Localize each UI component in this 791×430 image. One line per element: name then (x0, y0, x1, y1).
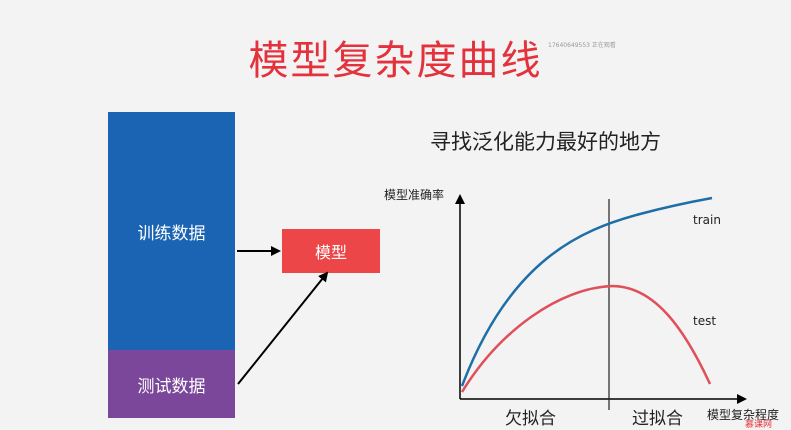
underfit-label: 欠拟合 (505, 409, 556, 429)
chart-subtitle: 寻找泛化能力最好的地方 (430, 130, 661, 154)
viewer-watermark: 17640649553 正在观看 (548, 42, 616, 49)
test-curve (460, 284, 712, 393)
overfit-label: 过拟合 (632, 409, 683, 429)
train-series-label: train (693, 213, 721, 227)
y-axis-label: 模型准确率 (384, 188, 445, 202)
test-data-label: 测试数据 (137, 376, 206, 397)
slide-title: 模型复杂度曲线 (248, 38, 543, 84)
train-data-box: 训练数据 (108, 112, 235, 350)
x-axis-label: 模型复杂程度 (707, 408, 780, 422)
train-data-label: 训练数据 (137, 223, 206, 244)
test-data-box: 测试数据 (108, 350, 235, 418)
brand-logo: 慕课网 (745, 420, 773, 430)
model-box: 模型 (282, 229, 380, 273)
train-curve (460, 196, 713, 387)
test-to-model-arrow (237, 271, 329, 385)
model-label: 模型 (314, 243, 347, 262)
test-series-label: test (693, 314, 717, 328)
